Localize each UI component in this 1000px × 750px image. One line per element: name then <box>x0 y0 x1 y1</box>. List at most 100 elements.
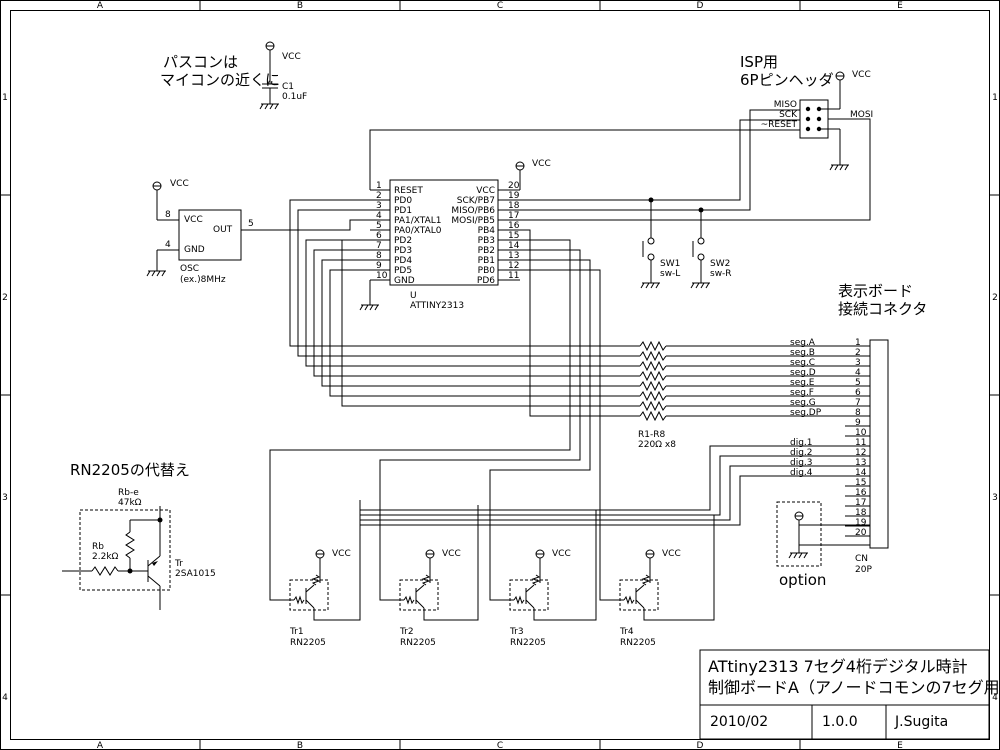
row-label: 4 <box>2 693 8 703</box>
svg-text:option: option <box>779 571 826 589</box>
connector-pin-number: 19 <box>855 518 867 528</box>
digit-label: dig.3 <box>790 458 813 468</box>
col-label: E <box>897 741 903 750</box>
connector-pin-number: 5 <box>855 378 861 388</box>
connector-pin-number: 7 <box>855 398 861 408</box>
connector-pin-number: 3 <box>855 358 861 368</box>
resistor <box>639 410 667 422</box>
isp-note: ISP用 <box>740 53 778 71</box>
col-label: A <box>97 1 104 11</box>
resistor-array-value: 220Ω x8 <box>638 440 676 450</box>
transistor-part: RN2205 <box>290 638 326 648</box>
svg-text:OSC: OSC <box>180 264 199 274</box>
segment-label: seg.A <box>790 338 816 348</box>
author: J.Sugita <box>894 714 948 730</box>
resistor <box>639 370 667 382</box>
svg-text:VCC: VCC <box>184 215 203 225</box>
segment-label: seg.F <box>790 388 814 398</box>
display-note: 表示ボード <box>838 282 913 300</box>
col-label: D <box>697 741 704 750</box>
mcu-pin-number: 19 <box>508 191 520 201</box>
svg-text:SW1: SW1 <box>660 259 680 269</box>
mcu-pin-number: 5 <box>376 221 382 231</box>
col-label: A <box>97 741 104 750</box>
transistor-part: RN2205 <box>620 638 656 648</box>
connector-pin-number: 13 <box>855 458 866 468</box>
svg-text:8: 8 <box>165 210 171 220</box>
resistor <box>639 360 667 372</box>
resistor <box>639 350 667 362</box>
mcu-pin-name: PB4 <box>478 226 496 236</box>
row-label: 3 <box>992 493 998 503</box>
mcu-pin-number: 4 <box>376 211 382 221</box>
col-label: B <box>297 1 303 11</box>
segment-label: seg.C <box>790 358 815 368</box>
col-label: C <box>497 741 503 750</box>
col-label: D <box>697 1 704 11</box>
resistor <box>639 380 667 392</box>
svg-text:MOSI: MOSI <box>850 110 873 120</box>
resistor <box>639 340 667 352</box>
segment-label: seg.D <box>790 368 816 378</box>
connector-pin-number: 2 <box>855 348 861 358</box>
version: 1.0.0 <box>822 714 858 730</box>
mcu-pin-number: 3 <box>376 201 382 211</box>
mcu-pin-name: PB3 <box>478 236 495 246</box>
svg-text:GND: GND <box>184 245 205 255</box>
transistor-row: VCCTr1RN2205VCCTr2RN2205VCCTr3RN2205VCCT… <box>269 239 715 648</box>
mcu-pin-name: PB2 <box>478 246 495 256</box>
title-line-1: ATtiny2313 7セグ4桁デジタル時計 <box>708 657 968 676</box>
vcc-label: VCC <box>662 549 681 559</box>
mcu-pin-name: PD0 <box>394 196 412 206</box>
vcc-label: VCC <box>332 549 351 559</box>
connector-pin-number: 12 <box>855 448 866 458</box>
mcu-pin-name: MOSI/PB5 <box>451 216 495 226</box>
transistor-part: RN2205 <box>510 638 546 648</box>
connector-pin-number: 20 <box>855 528 867 538</box>
svg-text:2.2kΩ: 2.2kΩ <box>92 552 119 562</box>
digit-label: dig.4 <box>790 468 813 478</box>
svg-text:MISO: MISO <box>774 100 797 110</box>
capacitor-c1: VCC C1 0.1uF <box>259 41 307 110</box>
connector-pin-number: 1 <box>855 338 861 348</box>
svg-text:SCK: SCK <box>779 110 798 120</box>
mcu-pin-name: PD1 <box>394 206 412 216</box>
bias-resistor <box>531 574 541 586</box>
mcu-pin-name: RESET <box>394 186 423 196</box>
mcu-pin-number: 12 <box>508 261 519 271</box>
segment-label: seg.DP <box>790 408 822 418</box>
vcc-label: VCC <box>442 549 461 559</box>
svg-text:~RESET: ~RESET <box>761 120 798 130</box>
svg-text:sw-L: sw-L <box>660 269 680 279</box>
title-line-2: 制御ボードA（アノードコモンの7セグ用） <box>708 678 1000 697</box>
mcu-pin-number: 2 <box>376 191 382 201</box>
mcu-pin-name: GND <box>394 276 415 286</box>
oscillator: VCC VCC GND OUT 8 4 5 OSC (ex.)8MHz <box>146 179 254 285</box>
svg-text:VCC: VCC <box>852 70 871 80</box>
row-label: 2 <box>992 293 998 303</box>
title-block: ATtiny2313 7セグ4桁デジタル時計 制御ボードA（アノードコモンの7セ… <box>699 649 1000 740</box>
mcu-pin-name: PD4 <box>394 256 412 266</box>
segment-label: seg.B <box>790 348 815 358</box>
bias-resistor <box>311 574 321 586</box>
mcu-pin-number: 11 <box>508 271 519 281</box>
svg-text:SW2: SW2 <box>710 259 730 269</box>
resistor <box>639 400 667 412</box>
svg-text:Rb-e: Rb-e <box>118 488 139 498</box>
svg-text:ATTINY2313: ATTINY2313 <box>410 301 464 311</box>
transistor-ref: Tr2 <box>399 627 414 637</box>
resistor <box>639 390 667 402</box>
digit-label: dig.1 <box>790 438 813 448</box>
bias-resistor <box>421 574 431 586</box>
mcu-pin-number: 9 <box>376 261 382 271</box>
connector-cn: 1234567891011121314151617181920seg.Aseg.… <box>790 338 889 575</box>
mcu-pin-number: 20 <box>508 181 520 191</box>
mcu-pin-name: PB0 <box>478 266 496 276</box>
svg-text:20P: 20P <box>855 565 872 575</box>
transistor-ref: Tr3 <box>509 627 524 637</box>
segment-label: seg.E <box>790 378 815 388</box>
